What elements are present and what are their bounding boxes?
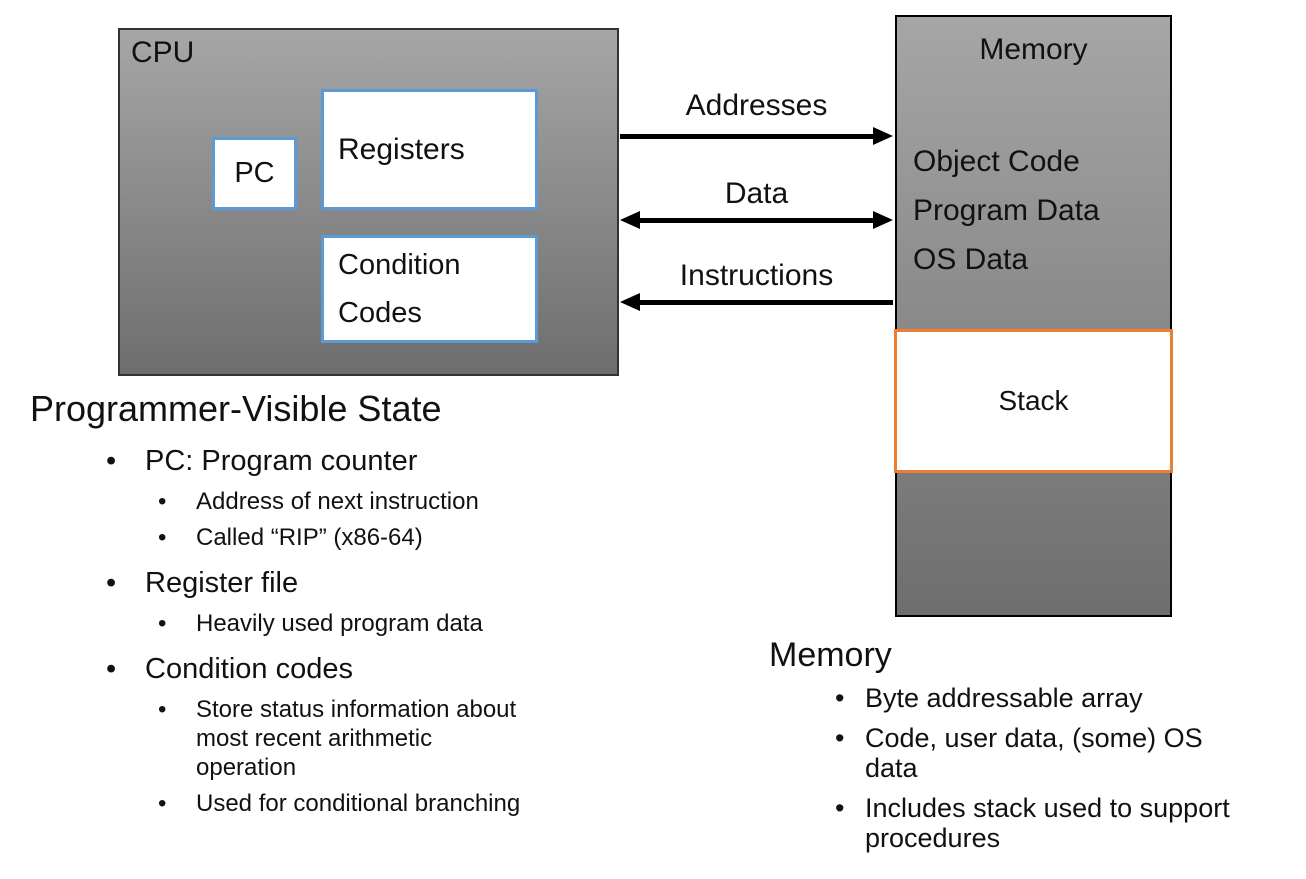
bullet-icon: • [158,488,167,515]
bullet-icon: • [158,610,167,637]
list-item: • Address of next instruction [158,488,479,515]
arrow-left-icon [620,211,640,229]
memory-label: Memory [979,33,1088,66]
list-item: • Code, user data, (some) OS data [835,723,1203,783]
list-item: • Called “RIP” (x86-64) [158,524,423,551]
bullet-icon: • [158,696,167,723]
addresses-arrow [620,134,873,139]
section-heading: Programmer-Visible State [30,388,442,429]
registers-label: Registers [338,132,465,166]
bullet-icon: • [106,653,117,685]
cpu-label: CPU [131,36,195,69]
condition-codes-box: Condition Codes [321,235,538,343]
registers-box: Registers [321,89,538,210]
list-item: • Store status information about most re… [158,696,517,781]
bullet-list: • Byte addressable array • Code, user da… [769,683,1306,853]
stack-box: Stack [894,329,1173,473]
list-item: • PC: Program counter [30,442,670,480]
memory-content-line: Program Data [913,194,1100,227]
bullet-icon: • [106,445,117,477]
memory-content-line: Object Code [913,145,1080,178]
list-item: • Byte addressable array [835,683,1143,713]
instructions-bus-label: Instructions [679,259,834,292]
condition-codes-label: Condition Codes [338,249,461,329]
bullet-icon: • [106,567,117,599]
addresses-bus-label: Addresses [685,89,828,122]
arrow-left-icon [620,293,640,311]
list-item: • Includes stack used to support procedu… [835,793,1230,853]
bullet-icon: • [158,790,167,817]
cpu-box: CPU PC Registers Condition Codes [118,28,619,376]
instructions-arrow [640,300,893,305]
bullet-icon: • [835,723,845,753]
memory-content-line: OS Data [913,243,1029,276]
bullet-icon: • [158,524,167,551]
data-bus-label: Data [724,177,789,210]
bullet-icon: • [835,793,845,823]
section-heading: Memory [769,636,892,674]
stack-label: Stack [998,385,1069,416]
programmer-visible-state-section: Programmer-Visible State • PC: Program c… [30,388,670,818]
list-item: • Heavily used program data [158,610,483,637]
bullet-list: • PC: Program counter • Address of next … [30,442,670,818]
memory-notes-section: Memory • Byte addressable array • Code, … [769,635,1306,853]
pc-box: PC [212,137,297,210]
list-item: • Used for conditional branching [158,790,521,817]
list-item: • Condition codes [30,650,670,688]
bullet-icon: • [835,683,845,713]
pc-label: PC [234,157,275,189]
arrow-right-icon [873,211,893,229]
arrow-right-icon [873,127,893,145]
data-arrow [638,218,875,223]
list-item: • Register file [30,564,670,602]
